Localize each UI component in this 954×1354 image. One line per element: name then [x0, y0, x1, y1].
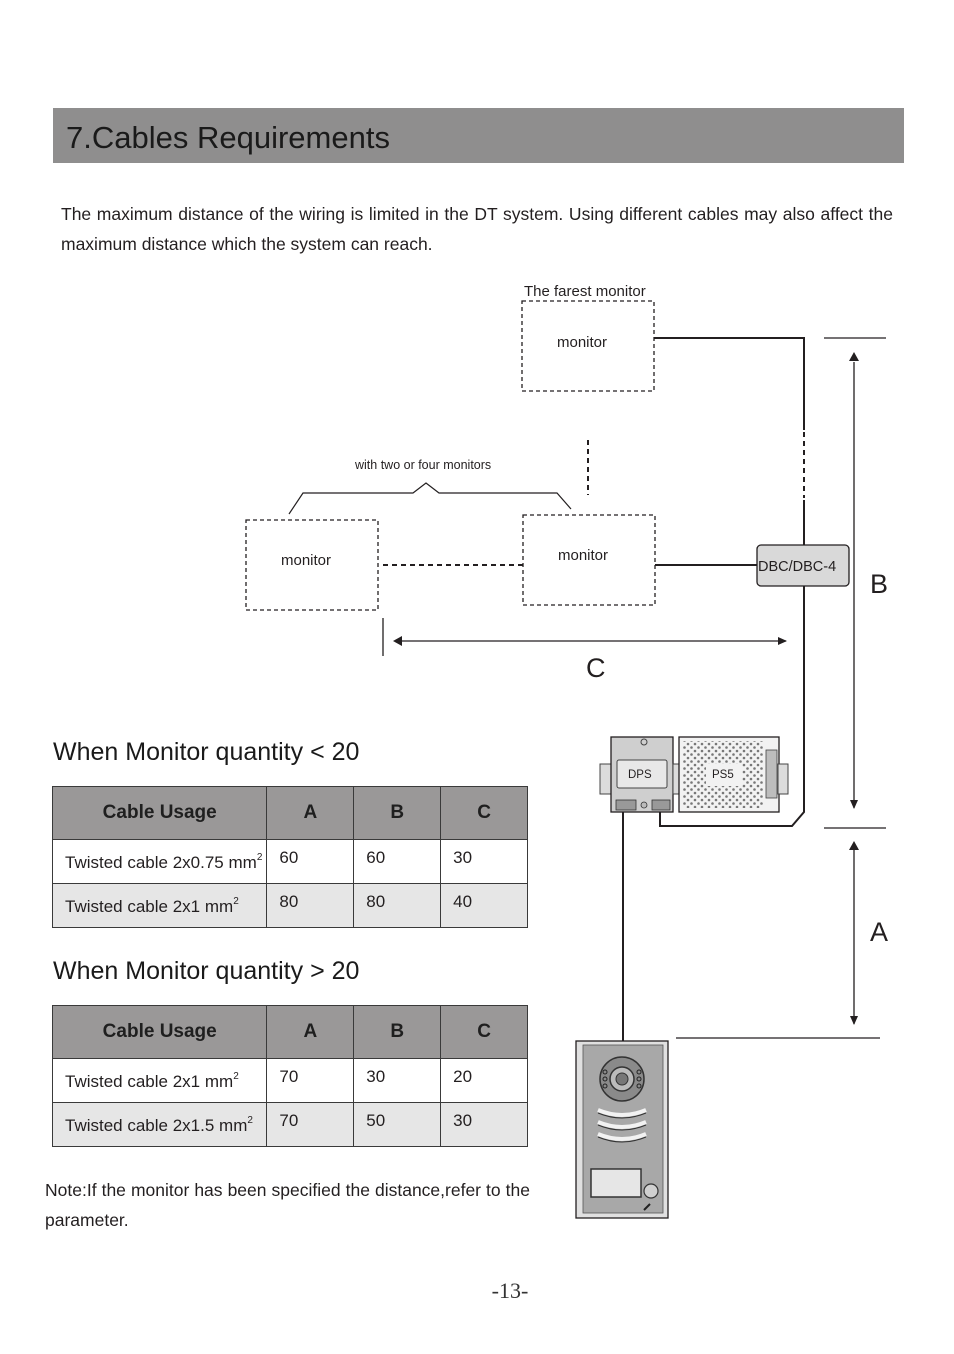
monitor-middle-box: [522, 514, 656, 606]
ps5-label: PS5: [712, 769, 734, 781]
usage-text: Twisted cable 2x0.75 mm: [65, 853, 257, 872]
dps-module: DPS: [599, 736, 674, 813]
cell-b: 50: [353, 1102, 442, 1147]
usage-sup: 2: [233, 1071, 239, 1082]
dbc-label: DBC/DBC-4: [758, 559, 836, 575]
cell-b: 60: [353, 839, 442, 884]
table2-heading: When Monitor quantity > 20: [53, 957, 360, 985]
table-header-row: Cable Usage A B C: [51, 1005, 528, 1059]
bus-wire-lower: [659, 586, 805, 827]
table1-heading: When Monitor quantity < 20: [53, 738, 360, 766]
monitor-group-brace: [288, 482, 572, 515]
dim-c-label: C: [586, 653, 606, 683]
cable-table-under-20: Cable Usage A B C Twisted cable 2x0.75 m…: [51, 786, 528, 928]
farthest-monitor-label: The farest monitor: [524, 283, 646, 300]
header-a: A: [266, 786, 355, 840]
dim-b-arrowhead-top: [849, 352, 859, 361]
section-title-bar: 7.Cables Requirements: [53, 108, 904, 163]
dps-label: DPS: [628, 769, 652, 781]
cell-a: 80: [266, 883, 355, 928]
dim-a-label: A: [870, 917, 888, 947]
table-row: Twisted cable 2x0.75 mm2 60 60 30: [51, 839, 528, 884]
header-b: B: [353, 1005, 442, 1059]
farthest-monitor-text: monitor: [557, 334, 607, 351]
dim-c-arrowhead-left: [393, 636, 402, 646]
table-row: Twisted cable 2x1.5 mm2 70 50 30: [51, 1102, 528, 1147]
header-a: A: [266, 1005, 355, 1059]
usage-sup: 2: [233, 896, 239, 907]
header-cable-usage: Cable Usage: [51, 786, 268, 840]
cell-usage: Twisted cable 2x1.5 mm2: [51, 1102, 268, 1147]
usage-text: Twisted cable 2x1 mm: [65, 897, 234, 916]
cell-b: 30: [353, 1058, 442, 1103]
table-row: Twisted cable 2x1 mm2 80 80 40: [51, 883, 528, 928]
header-c: C: [440, 1005, 528, 1059]
intro-paragraph: The maximum distance of the wiring is li…: [61, 204, 893, 254]
dim-a-arrowhead-top: [849, 841, 859, 850]
note-text: Note:If the monitor has been specified t…: [45, 1180, 530, 1230]
farthest-monitor-box: [521, 300, 655, 392]
table-row: Twisted cable 2x1 mm2 70 30 20: [51, 1058, 528, 1103]
monitor-middle-text: monitor: [558, 547, 608, 564]
cell-usage: Twisted cable 2x0.75 mm2: [51, 839, 268, 884]
cell-a: 70: [266, 1058, 355, 1103]
outdoor-station: [575, 1040, 669, 1219]
usage-text: Twisted cable 2x1.5 mm: [65, 1116, 248, 1135]
usage-sup: 2: [256, 852, 263, 863]
cell-a: 70: [266, 1102, 355, 1147]
cell-usage: Twisted cable 2x1 mm2: [51, 1058, 268, 1103]
header-b: B: [353, 786, 442, 840]
monitor-group-label: with two or four monitors: [354, 458, 491, 472]
usage-text: Twisted cable 2x1 mm: [65, 1072, 234, 1091]
monitor-left-box: [245, 519, 379, 611]
cell-c: 30: [440, 839, 528, 884]
cell-c: 20: [440, 1058, 528, 1103]
cell-c: 30: [440, 1102, 528, 1147]
page-title: 7.Cables Requirements: [66, 120, 390, 155]
cable-table-over-20: Cable Usage A B C Twisted cable 2x1 mm2 …: [51, 1005, 528, 1147]
cell-usage: Twisted cable 2x1 mm2: [51, 883, 268, 928]
ps5-module: PS5: [672, 736, 789, 813]
header-c: C: [440, 786, 528, 840]
page-number: -13-: [491, 1278, 529, 1303]
cell-b: 80: [353, 883, 442, 928]
dim-b-label: B: [870, 569, 888, 599]
usage-sup: 2: [247, 1115, 253, 1126]
header-cable-usage: Cable Usage: [51, 1005, 268, 1059]
monitor-left-text: monitor: [281, 552, 331, 569]
table-header-row: Cable Usage A B C: [51, 786, 528, 840]
cell-c: 40: [440, 883, 528, 928]
farthest-monitor-wire: [654, 337, 805, 430]
cell-a: 60: [266, 839, 355, 884]
